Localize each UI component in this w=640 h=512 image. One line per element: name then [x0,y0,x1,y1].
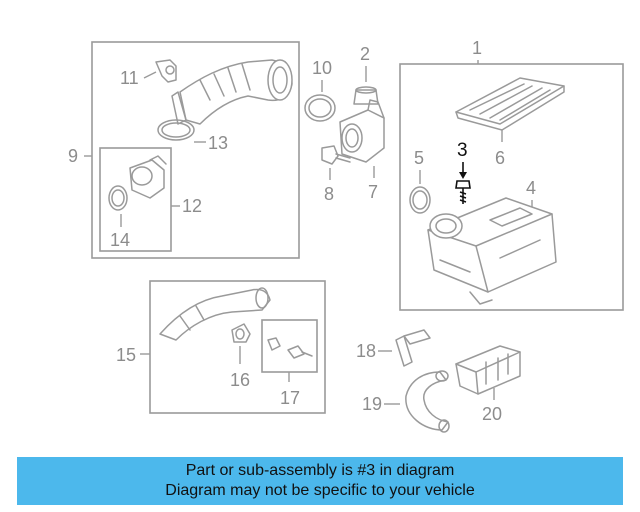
part-3-bolt[interactable] [455,180,471,204]
callout-19[interactable]: 19 [362,394,382,414]
parts-diagram: 9 11 13 12 14 10 2 [68,38,624,433]
callout-17[interactable]: 17 [280,388,300,408]
callout-14[interactable]: 14 [110,230,130,250]
part-10[interactable] [304,94,336,122]
part-11[interactable] [155,59,177,83]
part-4[interactable] [427,197,557,305]
group-box-12 [99,147,172,252]
part-5[interactable] [409,186,431,214]
callout-1[interactable]: 1 [472,38,482,58]
callout-18[interactable]: 18 [356,341,376,361]
callout-3[interactable]: 3 [457,140,468,161]
banner-line-2: Diagram may not be specific to your vehi… [165,482,475,499]
callout-8[interactable]: 8 [324,184,334,204]
part-18[interactable] [395,329,431,367]
callout-13[interactable]: 13 [208,133,228,153]
callout-15[interactable]: 15 [116,345,136,365]
part-20[interactable] [455,345,521,395]
part-19[interactable] [405,370,450,433]
callout-16[interactable]: 16 [230,370,250,390]
banner-line-1: Part or sub-assembly is #3 in diagram [185,462,455,479]
part-6[interactable] [455,77,565,131]
callout-10[interactable]: 10 [312,58,332,78]
part-8[interactable] [321,145,351,165]
callout-12[interactable]: 12 [182,196,202,216]
part-7[interactable] [339,99,385,163]
callout-7[interactable]: 7 [368,182,378,202]
part-14[interactable] [108,185,128,211]
callout-2[interactable]: 2 [360,44,370,64]
callout-4[interactable]: 4 [526,178,536,198]
part-17[interactable] [267,337,313,359]
callout-5[interactable]: 5 [414,148,424,168]
info-banner: Part or sub-assembly is #3 in diagram Di… [17,457,623,505]
part-16[interactable] [231,323,251,343]
group-box-9 [91,41,300,259]
callout-6[interactable]: 6 [495,148,505,168]
part-intake-hose[interactable] [171,59,293,125]
part-12[interactable] [129,155,167,199]
callout-20[interactable]: 20 [482,404,502,424]
callout-11[interactable]: 11 [120,68,139,88]
part-13[interactable] [157,119,195,141]
callout-9[interactable]: 9 [68,146,78,166]
group-box-1 [399,63,624,311]
part-15[interactable] [159,287,271,341]
group-box-15 [149,280,326,414]
